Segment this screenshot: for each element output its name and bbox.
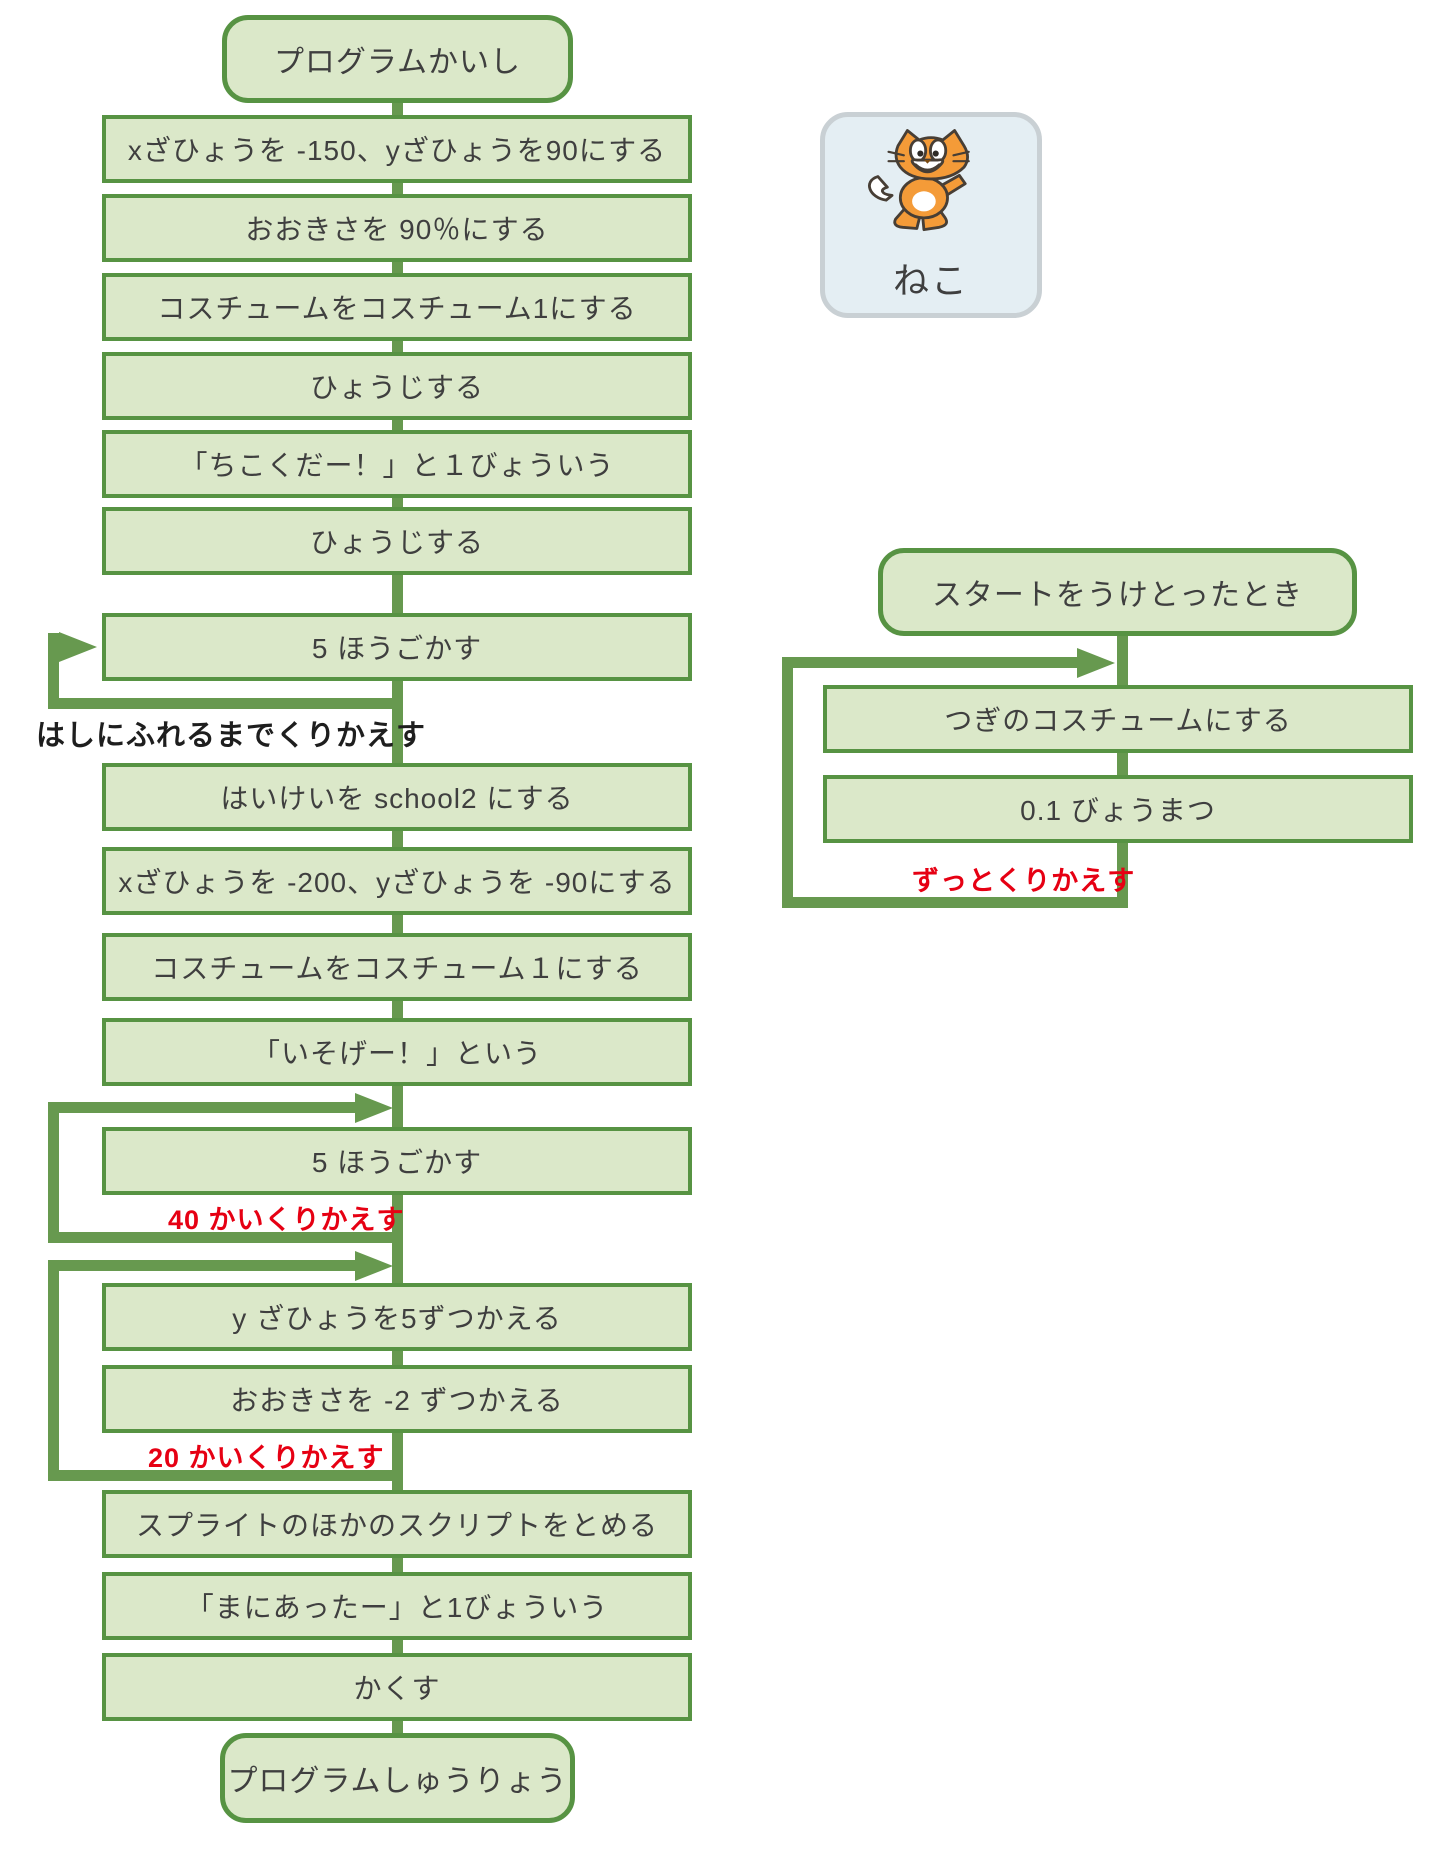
- loop-until-edge-bottom-line: [48, 698, 403, 709]
- flow-step-3: コスチュームをコスチューム1にする: [102, 273, 692, 341]
- flow-step-13: y ざひょうを5ずつかえる: [102, 1283, 692, 1351]
- flow-step-7: 5 ほうごかす: [102, 613, 692, 681]
- loop-repeat40-top-line: [48, 1102, 355, 1113]
- flow-step-4: ひょうじする: [102, 352, 692, 420]
- right-flow-step-1: つぎのコスチュームにする: [823, 685, 1413, 753]
- loop-forever-top-line: [782, 657, 1082, 668]
- flow-step-17: かくす: [102, 1653, 692, 1721]
- loop-repeat40-left-line: [48, 1102, 59, 1243]
- loop-forever-bottom-line: [782, 897, 1128, 908]
- sprite-card-label: ねこ: [892, 260, 969, 301]
- loop-repeat20-arrowhead-icon: [355, 1251, 393, 1281]
- flow-step-10: コスチュームをコスチューム１にする: [102, 933, 692, 1001]
- flow-step-8: はいけいを school2 にする: [102, 763, 692, 831]
- loop-forever-caption: ずっとくりかえす: [912, 866, 1136, 896]
- loop-until-edge-left-line: [48, 633, 59, 709]
- flow-step-2: おおきさを 90％にする: [102, 194, 692, 262]
- loop-repeat20-top-line: [48, 1260, 355, 1271]
- flow-step-9: xざひょうを -200、yざひょうを -90にする: [102, 847, 692, 915]
- right-flow-step-2: 0.1 びょうまつ: [823, 775, 1413, 843]
- start-node-on-start-received: スタートをうけとったとき: [878, 548, 1357, 636]
- flow-step-1: xざひょうを -150、yざひょうを90にする: [102, 115, 692, 183]
- loop-repeat20-left-line: [48, 1260, 59, 1481]
- loop-forever-left-line: [782, 657, 793, 908]
- flow-step-6: ひょうじする: [102, 507, 692, 575]
- right-flow-connector-line: [1117, 632, 1128, 908]
- end-node-program-end: プログラムしゅうりょう: [220, 1733, 575, 1823]
- sprite-card: ねこ: [820, 112, 1042, 318]
- loop-repeat20-caption: 20 かいくりかえす: [148, 1443, 385, 1473]
- flow-step-14: おおきさを -2 ずつかえる: [102, 1365, 692, 1433]
- loop-until-edge-caption: はしにふれるまでくりかえす: [36, 720, 427, 752]
- start-node-program-start: プログラムかいし: [222, 15, 573, 103]
- flow-step-12: 5 ほうごかす: [102, 1127, 692, 1195]
- flow-step-16: 「まにあったー」と1びょういう: [102, 1572, 692, 1640]
- scratch-cat-icon: [856, 127, 1006, 250]
- flow-step-15: スプライトのほかのスクリプトをとめる: [102, 1490, 692, 1558]
- loop-repeat40-bottom-line: [48, 1232, 403, 1243]
- flow-step-5: 「ちこくだー！」と１びょういう: [102, 430, 692, 498]
- loop-repeat20-bottom-line: [48, 1470, 403, 1481]
- loop-repeat40-caption: 40 かいくりかえす: [168, 1205, 405, 1235]
- left-flow-connector-line: [392, 95, 403, 1740]
- loop-forever-arrowhead-icon: [1077, 648, 1115, 678]
- flow-step-11: 「いそげー！」という: [102, 1018, 692, 1086]
- loop-until-edge-arrowhead-icon: [59, 632, 97, 662]
- loop-repeat40-arrowhead-icon: [355, 1093, 393, 1123]
